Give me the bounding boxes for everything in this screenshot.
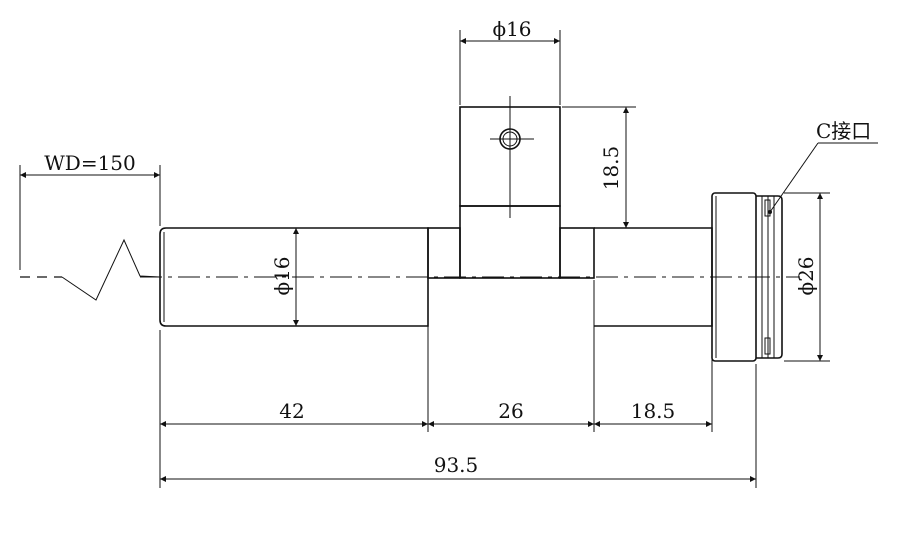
hole-diameter-dimension: ϕ16 [459,17,561,105]
clamp-collar [427,205,595,279]
c-mount-callout: C接口 [768,119,878,214]
c-mount-label: C接口 [816,119,871,143]
working-distance-label: WD=150 [44,151,136,175]
mount-diameter-dimension: ϕ26 [784,192,830,362]
overall-length-label: 93.5 [434,453,479,477]
block-height-dimension: 18.5 [562,106,636,229]
length-dimensions: 42 26 18.5 93.5 [159,280,757,488]
mounting-block [459,96,561,218]
block-height-label: 18.5 [599,146,623,191]
front-barrel [159,227,429,327]
barrel-diameter-dimension: ϕ16 [270,228,299,326]
segment-1-length-label: 42 [279,399,304,423]
mount-diameter-label: ϕ26 [794,256,818,295]
working-distance-break: WD=150 [19,151,161,301]
hole-diameter-label: ϕ16 [492,17,531,41]
segment-3-length-label: 18.5 [631,399,676,423]
segment-2-length-label: 26 [498,399,523,423]
lens-body [140,96,800,362]
barrel-diameter-label: ϕ16 [270,256,294,295]
